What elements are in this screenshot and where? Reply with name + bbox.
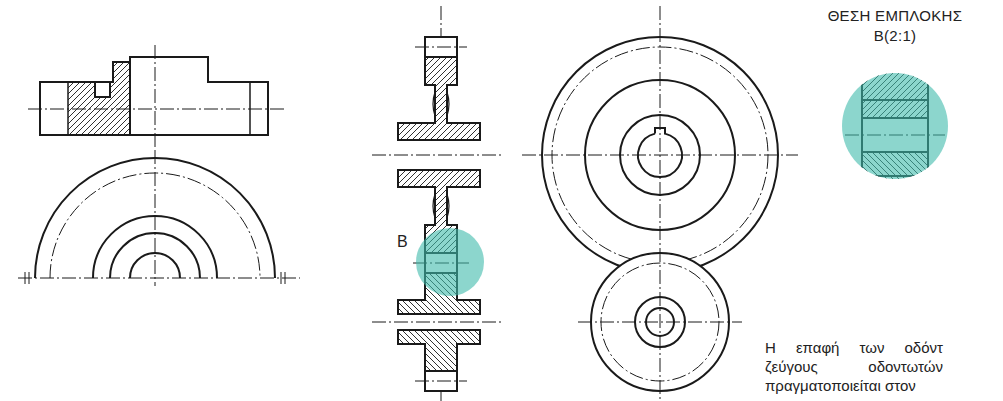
note-text: Η επαφή των οδόντ ζεύγους οδοντωτών πραγ… bbox=[765, 338, 943, 395]
gear-section-view bbox=[372, 6, 502, 401]
center-line bbox=[28, 109, 284, 110]
center-line bbox=[372, 155, 502, 156]
center-line bbox=[441, 392, 442, 401]
detail-view: ΘΕΣΗ ΕΜΠΛΟΚΗΣB(2:1) bbox=[795, 0, 995, 184]
gear-front-view bbox=[522, 6, 798, 401]
center-line bbox=[372, 322, 502, 323]
hatched-section bbox=[398, 330, 480, 371]
center-line bbox=[155, 45, 156, 147]
center-line bbox=[660, 6, 661, 401]
center-line bbox=[441, 6, 442, 36]
pitch-line bbox=[415, 381, 467, 382]
half-front-view bbox=[18, 150, 300, 286]
scale-label: B(2:1) bbox=[874, 26, 917, 46]
side-view bbox=[28, 45, 284, 147]
label-anchor: Η επαφή των οδόντ ζεύγους οδοντωτών πραγ… bbox=[765, 338, 943, 395]
center-line bbox=[18, 278, 300, 279]
pitch-line bbox=[415, 47, 467, 48]
edge-line bbox=[129, 57, 131, 135]
view-heading: ΘΕΣΗ ΕΜΠΛΟΚΗΣ bbox=[828, 6, 963, 26]
label-anchor: B bbox=[397, 232, 408, 252]
detail-disc bbox=[842, 73, 948, 179]
hatched-section bbox=[398, 57, 480, 140]
callout-letter: B bbox=[397, 232, 408, 252]
hatched-section bbox=[68, 62, 130, 135]
center-line bbox=[155, 150, 156, 286]
detail-marker bbox=[416, 228, 484, 296]
outline bbox=[40, 57, 268, 135]
notch bbox=[95, 82, 110, 97]
